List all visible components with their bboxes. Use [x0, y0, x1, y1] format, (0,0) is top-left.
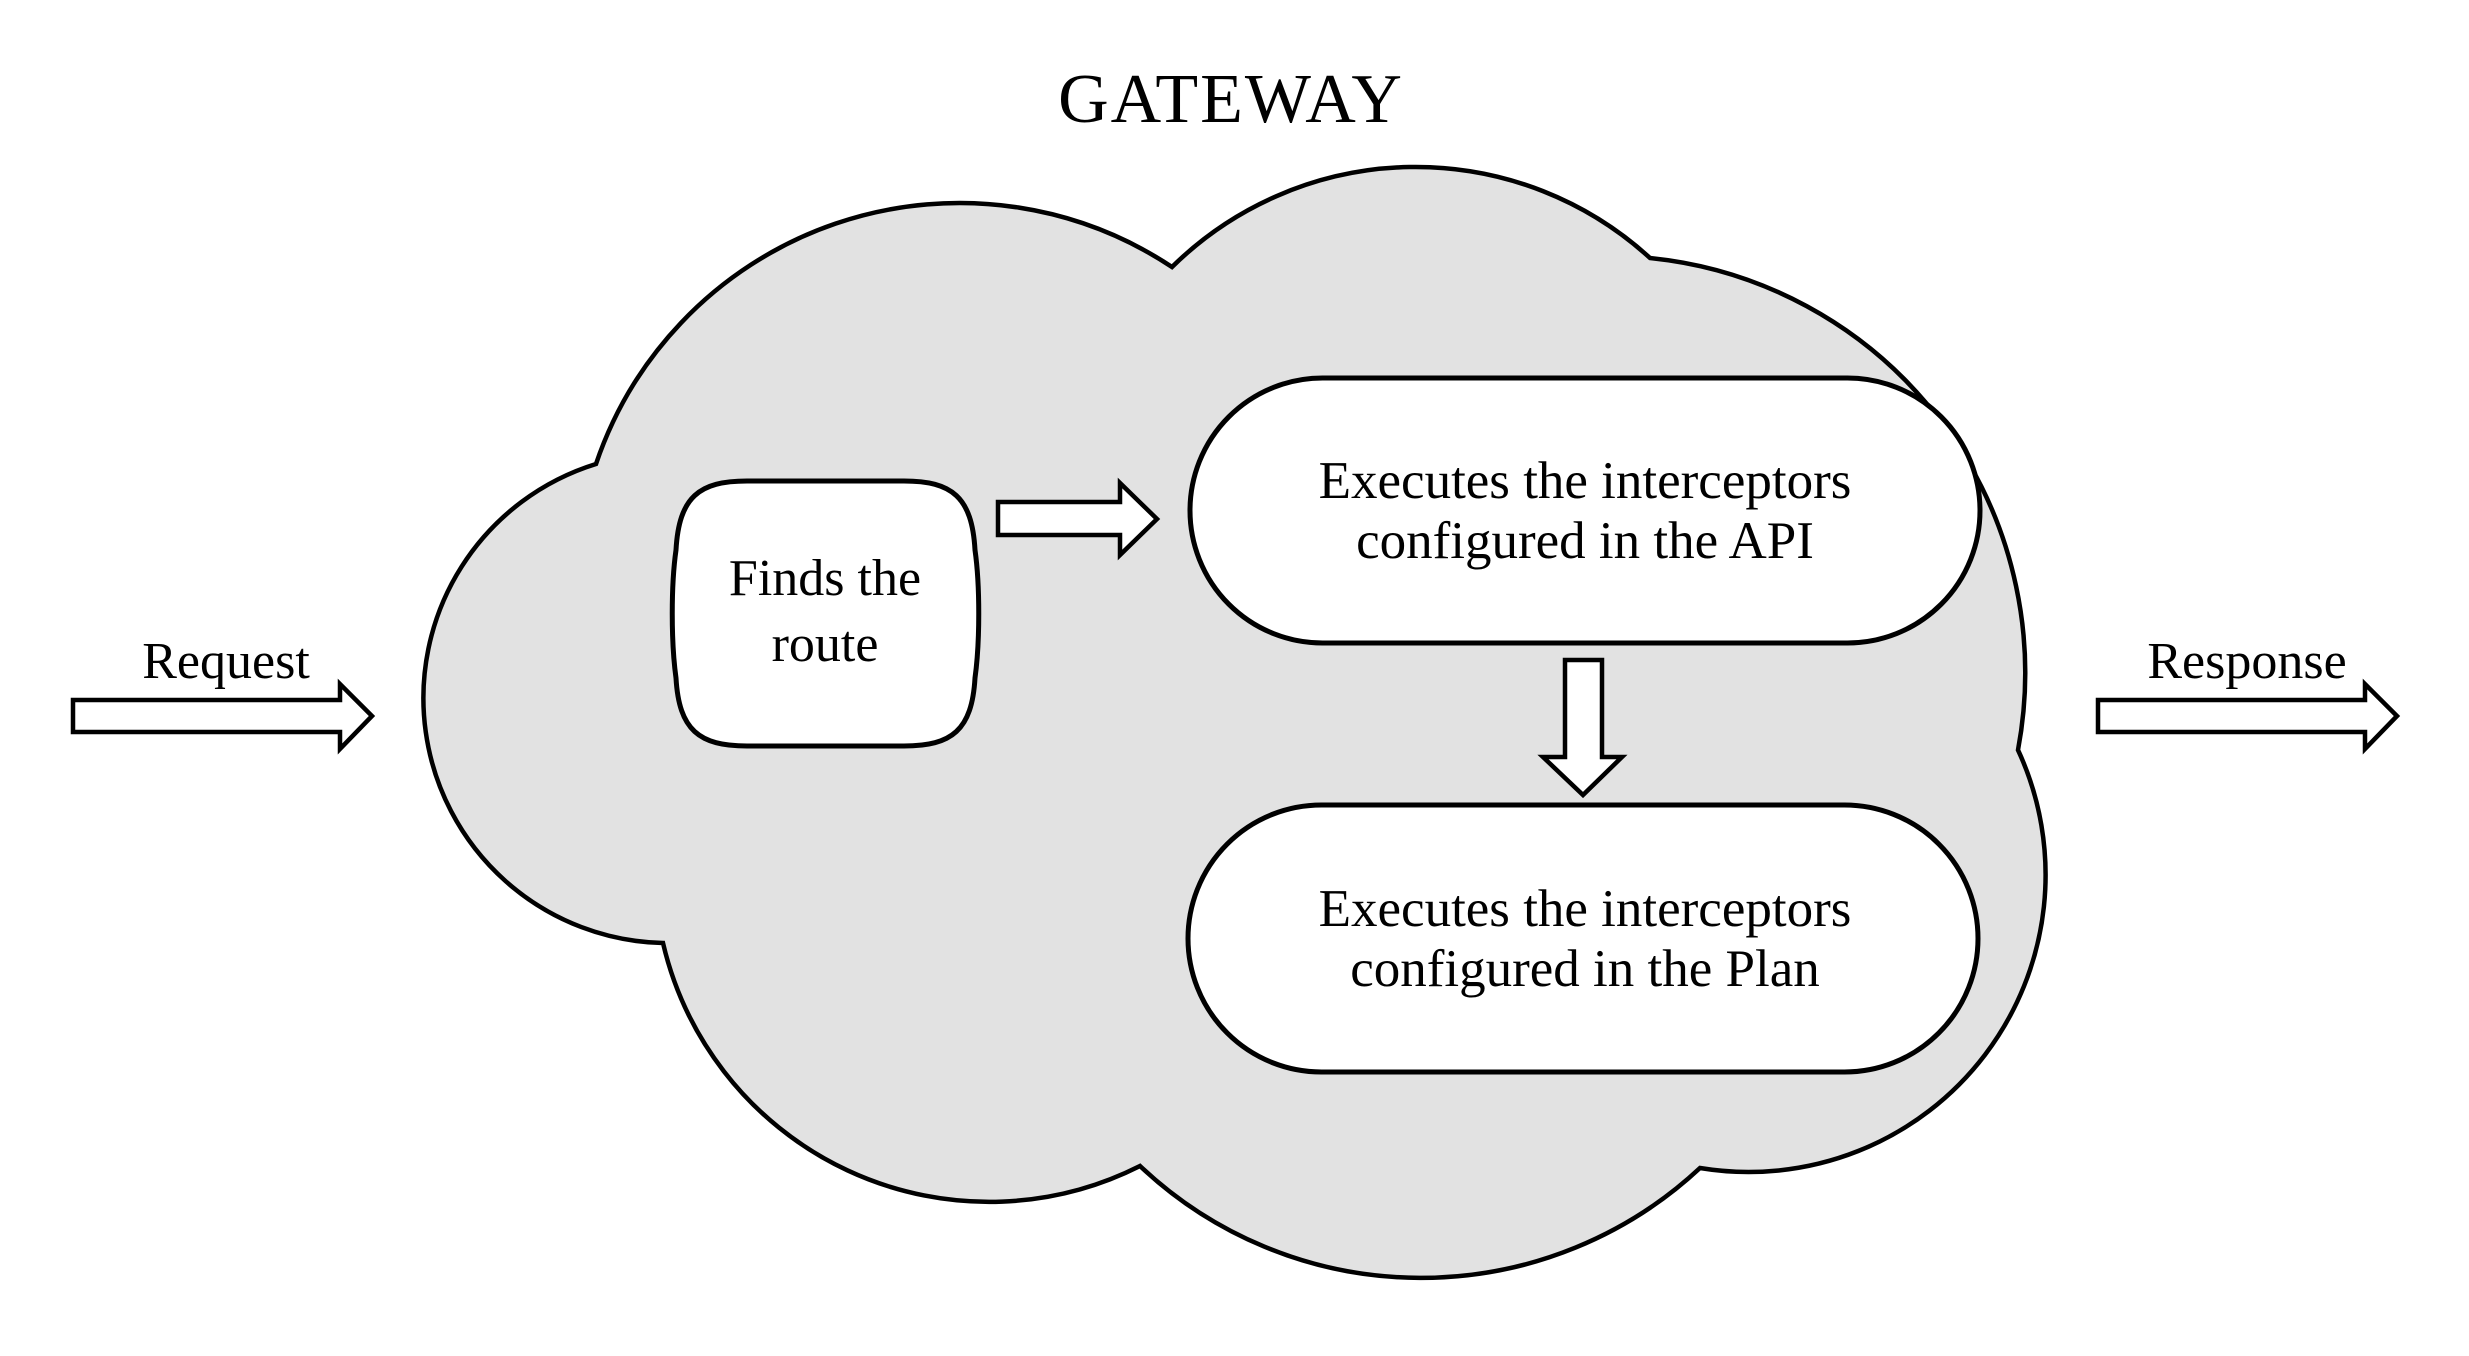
finds-route-text-line1: Finds the [729, 550, 921, 607]
gateway-cloud-shape [421, 164, 2048, 1281]
finds-route-node: Finds the route [669, 478, 982, 749]
api-interceptors-node: Executes the interceptors configured in … [1187, 375, 1983, 646]
plan-interceptors-shape [1185, 802, 1981, 1075]
api-interceptors-shape [1187, 375, 1983, 646]
response-arrow-icon [2095, 678, 2401, 755]
plan-interceptors-text-line2: configured in the Plan [1350, 940, 1820, 998]
request-label: Request [142, 633, 310, 690]
request-arrow-icon [70, 678, 376, 755]
response-label: Response [2147, 633, 2346, 690]
flow-arrow-right-icon [995, 477, 1161, 561]
flow-arrow-down-icon [1537, 657, 1628, 799]
plan-interceptors-node: Executes the interceptors configured in … [1185, 802, 1981, 1075]
finds-route-text-line2: route [772, 616, 879, 673]
api-interceptors-text-line2: configured in the API [1356, 512, 1814, 570]
finds-route-shape [669, 478, 982, 749]
page-title: GATEWAY [1058, 61, 1404, 138]
plan-interceptors-text-line1: Executes the interceptors [1319, 880, 1852, 938]
api-interceptors-text-line1: Executes the interceptors [1319, 452, 1852, 510]
